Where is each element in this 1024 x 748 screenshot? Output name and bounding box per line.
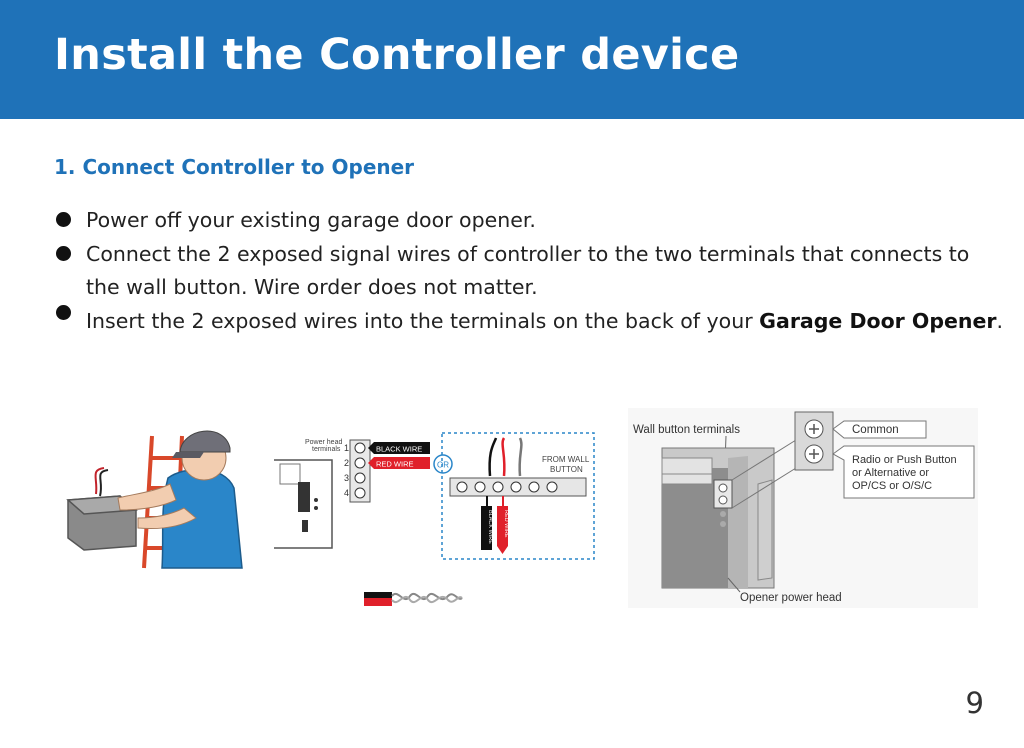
bullet-icon xyxy=(56,304,71,320)
page-header: Install the Controller device xyxy=(0,0,1024,119)
opener-power-head-label: Opener power head xyxy=(740,592,842,604)
black-wire-tag: BLACK WIRE xyxy=(487,510,493,544)
section-heading: 1. Connect Controller to Opener xyxy=(54,155,415,179)
from-wall-label: FROM WALL xyxy=(542,455,590,464)
page-title: Install the Controller device xyxy=(54,30,740,80)
bullet-icon xyxy=(56,245,71,261)
red-wire-tag: RED WIRE xyxy=(503,510,509,538)
terminal-number: 3 xyxy=(344,473,349,483)
technician-illustration xyxy=(66,430,243,569)
power-head-label-2: terminals xyxy=(312,446,341,453)
radio-label-1: Radio or Push Button xyxy=(852,454,957,466)
page-number: 9 xyxy=(965,686,984,720)
black-wire-label: BLACK WIRE xyxy=(376,445,422,454)
instruction-item: Connect the 2 exposed signal wires of co… xyxy=(54,238,1004,305)
red-wire-label: RED WIRE xyxy=(376,460,414,469)
terminal-number: 4 xyxy=(344,488,349,498)
product-name: Garage Door Opener xyxy=(759,308,997,333)
instruction-text: Insert the 2 exposed wires into the term… xyxy=(86,308,760,333)
or-label: OR xyxy=(437,461,449,470)
power-head-label: Power head xyxy=(305,439,342,446)
instruction-item: Insert the 2 exposed wires into the term… xyxy=(54,304,1004,339)
radio-label-2: or Alternative or xyxy=(852,467,929,479)
wiring-diagram: Power head terminals 1 2 3 4 BLACK WIRE … xyxy=(274,432,595,606)
instruction-text: Connect the 2 exposed signal wires of co… xyxy=(86,241,970,300)
terminal-number: 2 xyxy=(344,458,349,468)
instruction-list: Power off your existing garage door open… xyxy=(54,204,1004,338)
common-label: Common xyxy=(852,424,899,436)
instruction-item: Power off your existing garage door open… xyxy=(54,204,1004,238)
terminal-number: 1 xyxy=(344,443,349,453)
bullet-icon xyxy=(56,212,71,227)
instruction-text: Power off your existing garage door open… xyxy=(86,208,536,232)
opener-terminal-diagram: Wall button terminals Common Radio or Pu… xyxy=(628,408,978,608)
wall-button-terminals-label: Wall button terminals xyxy=(633,424,740,436)
instruction-text-end: . xyxy=(996,308,1004,333)
radio-label-3: OP/CS or O/S/C xyxy=(852,480,932,492)
from-wall-label-2: BUTTON xyxy=(550,465,583,474)
